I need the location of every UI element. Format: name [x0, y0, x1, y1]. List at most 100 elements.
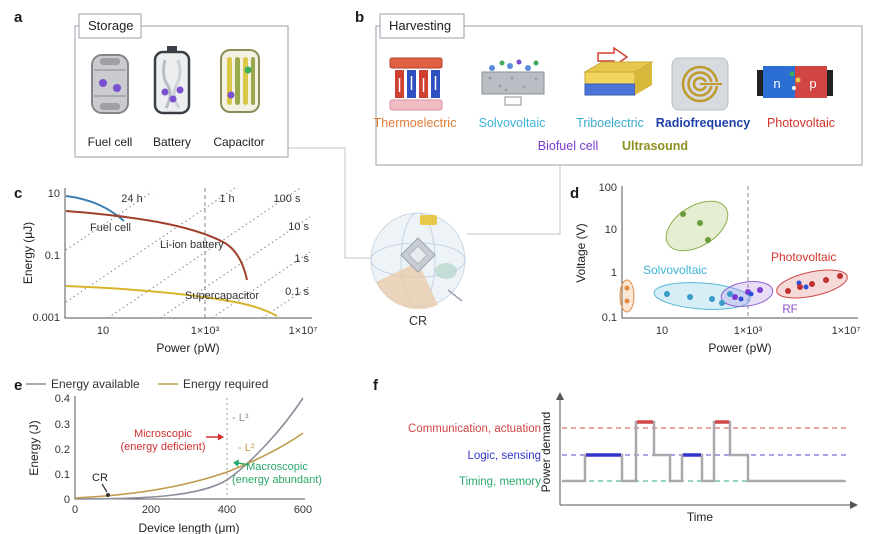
time-label-1s: 1 s	[294, 253, 309, 265]
f-xlabel: Time	[687, 510, 714, 524]
power-demand-waveform	[562, 420, 845, 483]
harvesting-box	[375, 25, 863, 166]
d-label-rf: RF	[782, 304, 797, 316]
energy-available-curve	[74, 397, 304, 500]
c-xtick-1e3: 1×10³	[191, 325, 220, 337]
green-cluster-ellipse	[665, 200, 729, 252]
micro-arrow-icon	[206, 433, 224, 441]
curve-label-li-ion: Li-ion battery	[160, 239, 224, 251]
storage-item-label-fuel-cell: Fuel cell	[88, 135, 133, 149]
solvovoltaic-icon	[481, 59, 545, 106]
storage-title-tab	[78, 13, 142, 39]
harvesting-label-biofuel-cell: Biofuel cell	[538, 139, 598, 153]
e-xlabel: Device length (μm)	[139, 521, 240, 534]
panel-letter-e: e	[14, 377, 22, 394]
radiofrequency-icon	[671, 57, 729, 111]
cr-globe-label: CR	[409, 314, 427, 328]
harvesting-title: Harvesting	[389, 18, 451, 33]
time-label-10s: 10 s	[288, 221, 309, 233]
storage-item-label-capacitor: Capacitor	[213, 135, 264, 149]
macro-annotation-line1: Macroscopic	[246, 461, 308, 473]
harvesting-label-solvovoltaic: Solvovoltaic	[479, 116, 546, 130]
time-label-24h: 24 h	[121, 193, 142, 205]
f-ylabel: Power demand	[539, 412, 553, 493]
thermoelectric-icon	[389, 57, 443, 111]
f-xaxis-arrow-icon	[850, 501, 858, 509]
d-label-solvovoltaic: Solvovoltaic	[643, 263, 707, 277]
c-ytick-01: 0.1	[45, 250, 60, 262]
capacitor-icon	[220, 49, 260, 113]
f-label-timing: Timing, memory	[459, 476, 541, 488]
e-ytick-0: 0	[64, 494, 70, 506]
harvesting-label-radiofrequency: Radiofrequency	[656, 116, 751, 130]
panel-c-axes	[64, 188, 312, 319]
panel-letter-a: a	[14, 9, 23, 26]
e-ylabel: Energy (J)	[27, 420, 41, 475]
waveform-highlights	[586, 420, 729, 457]
f-yaxis-arrow-icon	[556, 392, 564, 400]
panel-d-axes	[621, 186, 858, 319]
battery-icon	[153, 46, 191, 115]
e-xtick-400: 400	[218, 504, 236, 516]
panel-a: a Storage	[14, 9, 289, 158]
legend-label-available: Energy available	[51, 377, 140, 391]
panel-f: f Power demand Time Communication, actua…	[373, 377, 858, 524]
d-ylabel: Voltage (V)	[574, 223, 588, 282]
macro-annotation-line2: (energy abundant)	[232, 474, 322, 486]
photovoltaic-n-label: n	[773, 76, 780, 91]
e-xtick-0: 0	[72, 504, 78, 516]
f-label-communication: Communication, actuation	[408, 423, 541, 435]
d-xlabel: Power (pW)	[708, 341, 771, 355]
c-xtick-10: 10	[97, 325, 109, 337]
panel-letter-f: f	[373, 377, 379, 394]
orange-cluster-ellipse	[619, 279, 635, 313]
fuel-cell-icon	[91, 54, 129, 114]
e-xtick-200: 200	[142, 504, 160, 516]
f-label-logic: Logic, sensing	[467, 450, 541, 462]
e-ytick-02: 0.2	[55, 444, 70, 456]
c-xtick-1e7: 1×10⁷	[289, 325, 318, 337]
panel-letter-b: b	[355, 9, 364, 26]
d-xtick-10: 10	[656, 325, 668, 337]
harvesting-label-triboelectric: Triboelectric	[576, 116, 644, 130]
storage-box	[74, 25, 289, 158]
micro-annotation-line1: Microscopic	[134, 428, 193, 440]
macro-arrow-icon	[233, 459, 250, 467]
storage-item-label-battery: Battery	[153, 135, 191, 149]
l3-scaling-label: - L³	[232, 412, 249, 424]
energy-required-curve	[74, 432, 304, 499]
harvesting-title-tab	[379, 13, 465, 39]
panel-letter-c: c	[14, 185, 22, 202]
connector-lines	[288, 147, 561, 259]
panel-c: c 24 h 1 h 100 s 10 s 1 s 0.1 s Fuel cel…	[14, 185, 317, 355]
d-xtick-1e3: 1×10³	[734, 325, 763, 337]
d-label-photovoltaic: Photovoltaic	[771, 250, 836, 264]
time-label-100s: 100 s	[274, 193, 301, 205]
micro-annotation-line2: (energy deficient)	[121, 441, 206, 453]
storage-title: Storage	[88, 18, 134, 33]
triboelectric-icon	[583, 46, 654, 96]
panel-letter-d: d	[570, 185, 579, 202]
d-xtick-1e7: 1×10⁷	[832, 325, 861, 337]
time-label-01s: 0.1 s	[285, 286, 309, 298]
time-label-1h: 1 h	[219, 193, 234, 205]
curve-label-fuel-cell: Fuel cell	[90, 222, 131, 234]
d-ytick-01: 0.1	[602, 312, 617, 324]
d-ytick-100: 100	[599, 182, 617, 194]
li-ion-battery-curve	[65, 210, 248, 281]
curve-label-supercapacitor: Supercapacitor	[185, 290, 259, 302]
c-ytick-0001: 0.001	[32, 312, 60, 324]
harvesting-label-photovoltaic: Photovoltaic	[767, 116, 835, 130]
panel-e: e Energy available Energy required 0.4 0…	[14, 377, 322, 534]
fuel-cell-curve	[65, 195, 125, 222]
harvesting-label-ultrasound: Ultrasound	[622, 139, 688, 153]
supercapacitor-curve	[65, 285, 278, 317]
scatter-points	[624, 211, 843, 306]
c-ytick-10: 10	[48, 188, 60, 200]
c-xlabel: Power (pW)	[156, 341, 219, 355]
panel-b: b Harvesting	[355, 9, 863, 166]
e-cr-marker	[101, 483, 110, 497]
harvesting-label-thermoelectric: Thermoelectric	[374, 116, 457, 130]
e-xtick-600: 600	[294, 504, 312, 516]
